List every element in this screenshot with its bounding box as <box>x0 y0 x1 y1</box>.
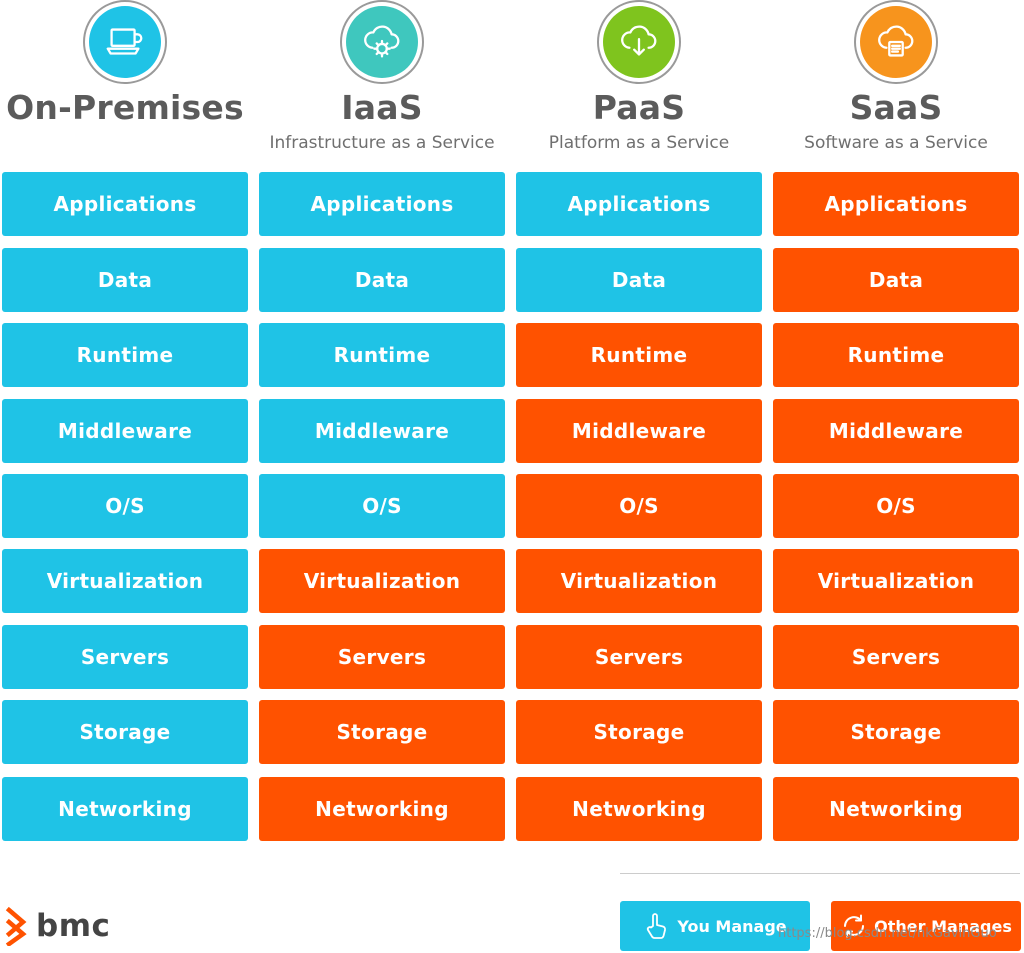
legend-divider <box>620 873 1020 874</box>
tile-applications: Applications <box>259 172 505 236</box>
hand-pointer-icon <box>647 913 667 939</box>
legend-other-manages-label: Other Manages <box>874 916 1012 936</box>
tile-runtime: Runtime <box>259 323 505 387</box>
column-title: IaaS <box>341 88 423 127</box>
column-title: On-Premises <box>6 88 244 127</box>
tile-middleware: Middleware <box>773 399 1019 463</box>
tile-storage: Storage <box>259 700 505 764</box>
watermark-text: https://blog.csdn.net/nkGavinGuo <box>778 926 997 941</box>
bmc-logo: bmc <box>4 904 110 948</box>
tile-o-s: O/S <box>516 474 762 538</box>
column-title: PaaS <box>592 88 686 127</box>
tile-servers: Servers <box>773 625 1019 689</box>
tile-applications: Applications <box>2 172 248 236</box>
tile-o-s: O/S <box>259 474 505 538</box>
tile-storage: Storage <box>773 700 1019 764</box>
column-icon-ring <box>854 0 938 84</box>
tile-virtualization: Virtualization <box>516 549 762 613</box>
tile-applications: Applications <box>516 172 762 236</box>
tile-o-s: O/S <box>773 474 1019 538</box>
tile-storage: Storage <box>516 700 762 764</box>
column-icon-ring <box>83 0 167 84</box>
tile-servers: Servers <box>2 625 248 689</box>
tile-networking: Networking <box>516 777 762 841</box>
bmc-chevron-icon <box>5 906 27 946</box>
cloud-document-icon <box>860 6 932 78</box>
tile-networking: Networking <box>773 777 1019 841</box>
tile-virtualization: Virtualization <box>773 549 1019 613</box>
tile-data: Data <box>773 248 1019 312</box>
tile-virtualization: Virtualization <box>259 549 505 613</box>
tile-runtime: Runtime <box>2 323 248 387</box>
column-icon-ring <box>340 0 424 84</box>
tile-middleware: Middleware <box>259 399 505 463</box>
cloud-gear-icon <box>346 6 418 78</box>
legend-you-manage: You Manage <box>620 901 810 951</box>
tile-servers: Servers <box>516 625 762 689</box>
tile-data: Data <box>259 248 505 312</box>
brand-name: bmc <box>36 908 111 944</box>
column-subtitle: Infrastructure as a Service <box>269 133 495 153</box>
tile-middleware: Middleware <box>516 399 762 463</box>
tile-virtualization: Virtualization <box>2 549 248 613</box>
column-subtitle: Platform as a Service <box>548 133 730 153</box>
cloud-download-icon <box>603 6 675 78</box>
tile-servers: Servers <box>259 625 505 689</box>
tile-runtime: Runtime <box>773 323 1019 387</box>
legend-you-manage-label: You Manage <box>677 916 787 936</box>
tile-middleware: Middleware <box>2 399 248 463</box>
legend-other-manages: Other Manages <box>831 901 1021 951</box>
tile-networking: Networking <box>2 777 248 841</box>
tile-applications: Applications <box>773 172 1019 236</box>
tile-storage: Storage <box>2 700 248 764</box>
tile-networking: Networking <box>259 777 505 841</box>
tile-data: Data <box>516 248 762 312</box>
tile-runtime: Runtime <box>516 323 762 387</box>
tile-data: Data <box>2 248 248 312</box>
laptop-icon <box>89 6 161 78</box>
column-icon-ring <box>597 0 681 84</box>
column-title: SaaS <box>849 88 943 127</box>
tile-o-s: O/S <box>2 474 248 538</box>
refresh-icon <box>844 914 865 938</box>
column-subtitle: Software as a Service <box>804 133 988 153</box>
